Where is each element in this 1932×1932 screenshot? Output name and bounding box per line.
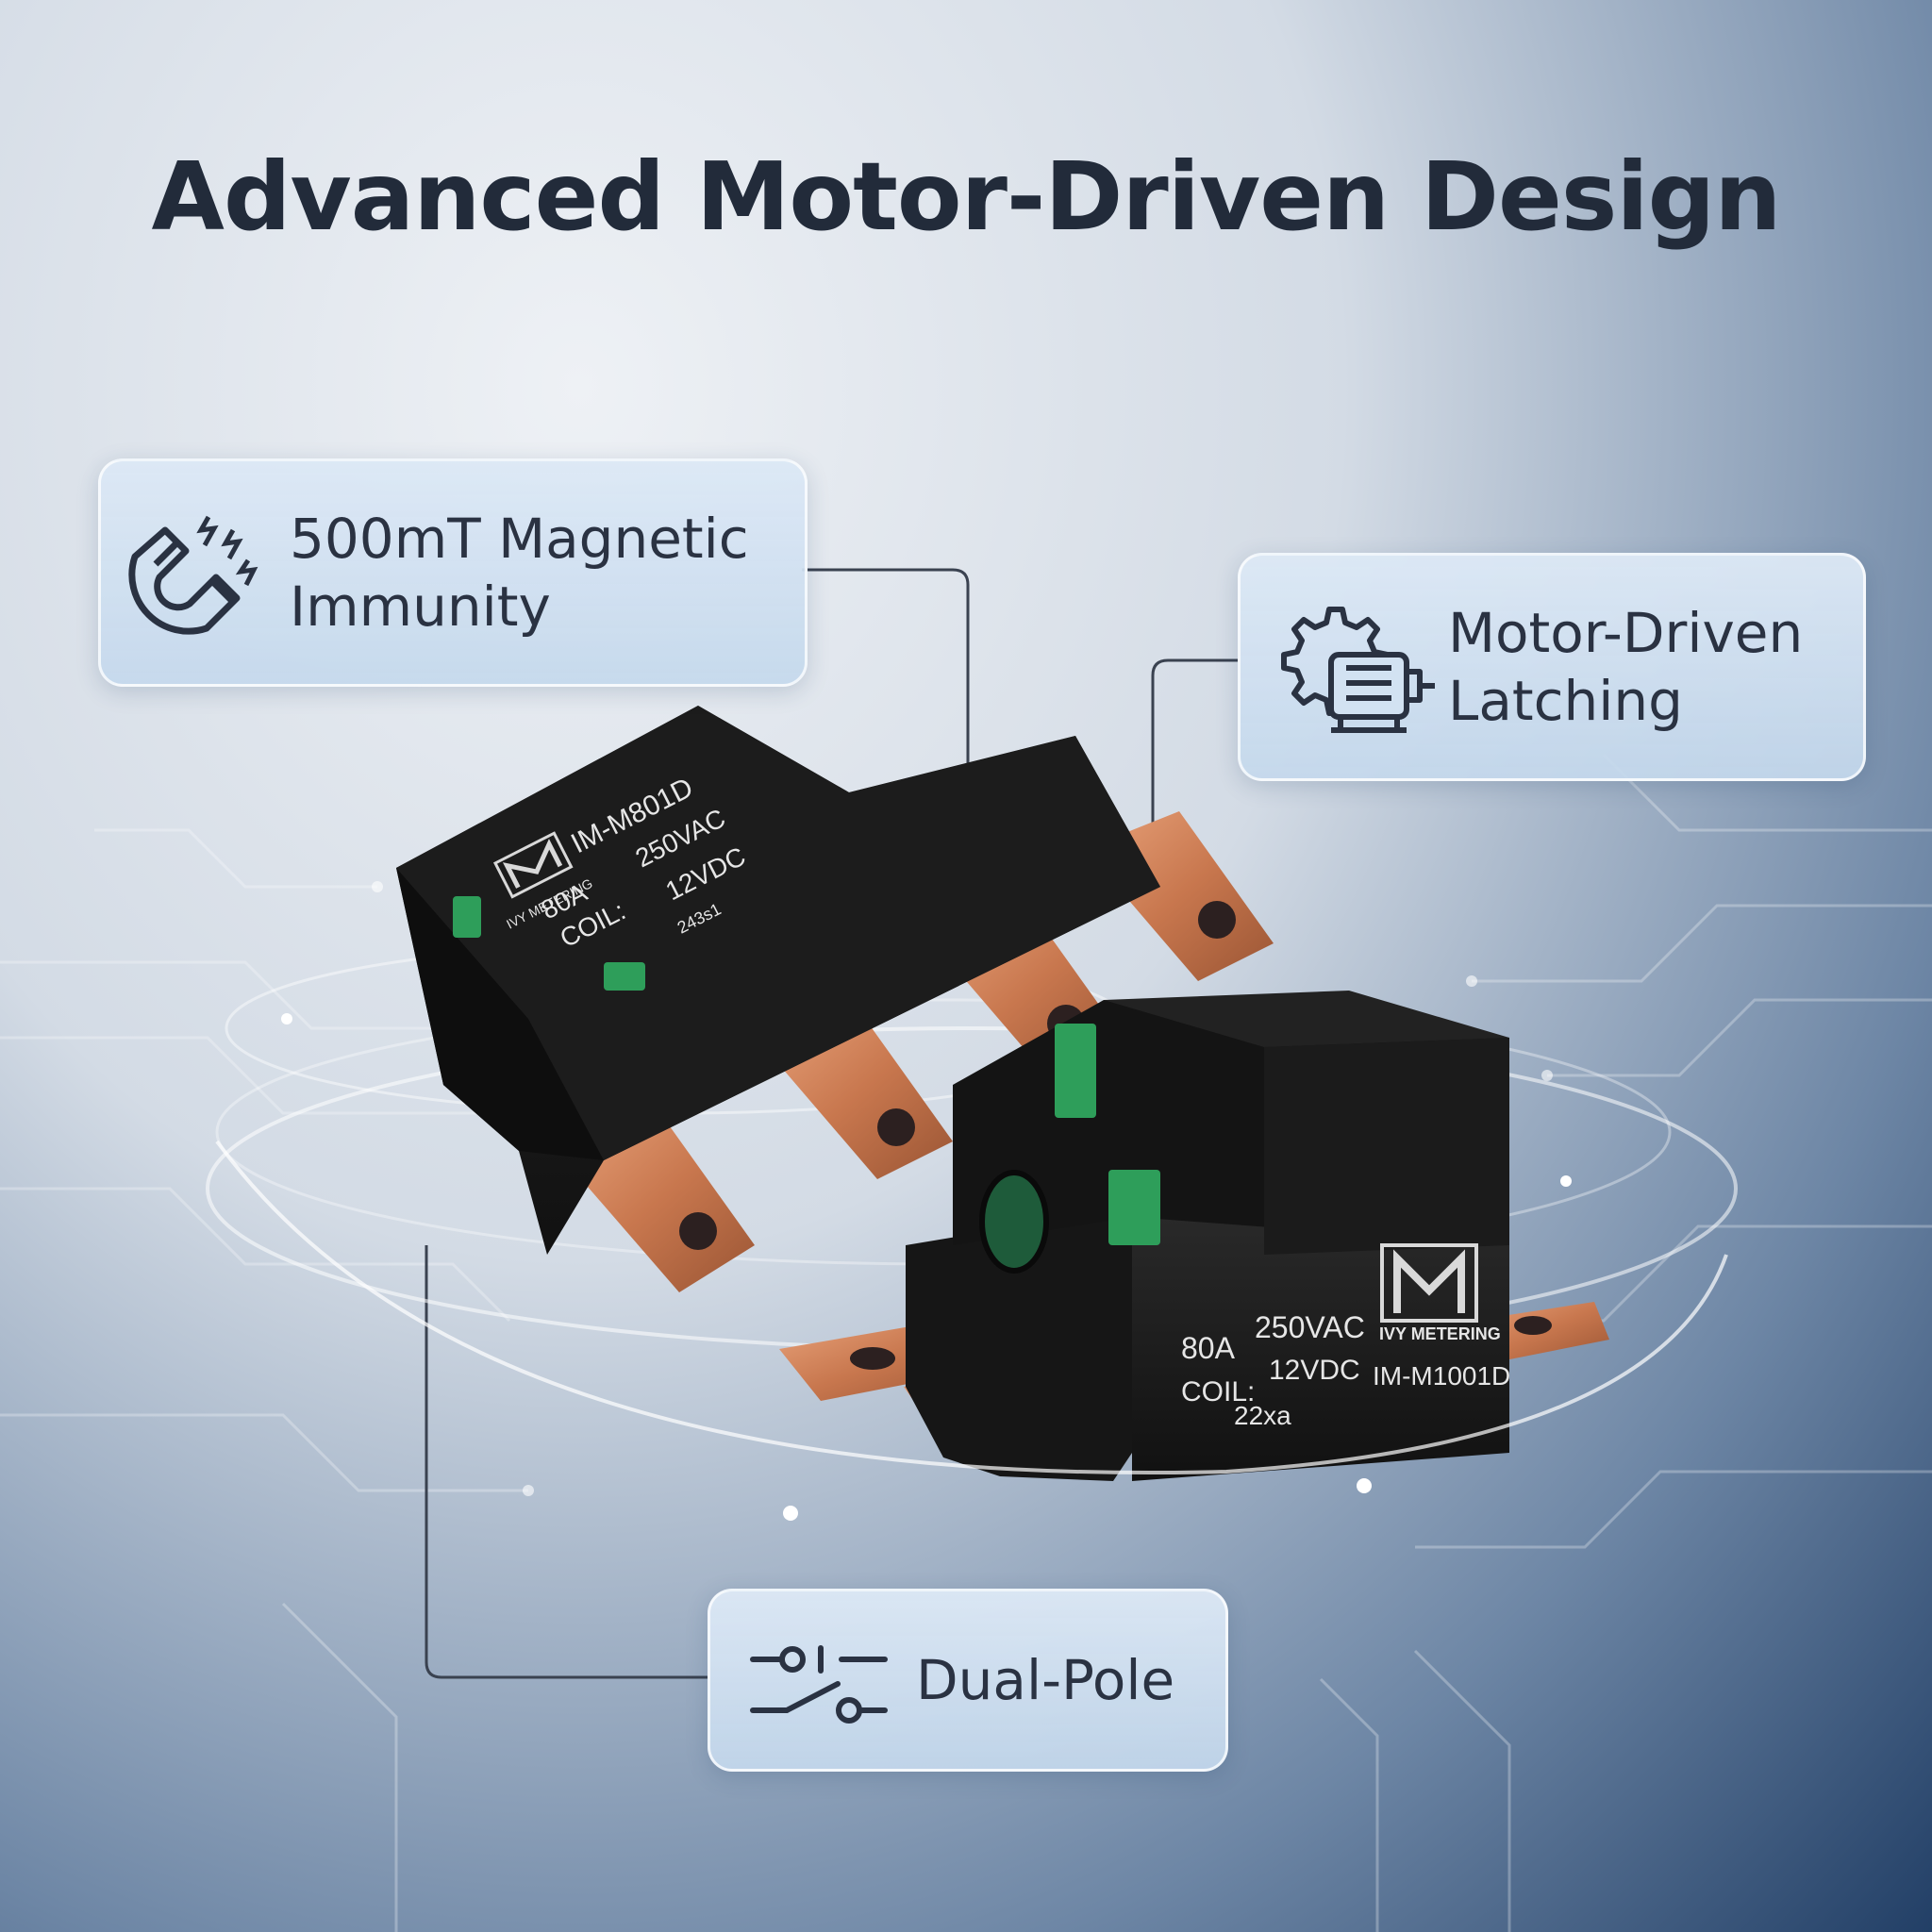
relay-b-coil-label: COIL: bbox=[1181, 1376, 1255, 1407]
relay-b-model: IM-M1001D bbox=[1373, 1361, 1510, 1391]
switch-icon bbox=[739, 1633, 899, 1727]
orbit-ring-front bbox=[215, 1140, 1728, 1475]
relay-a-pin bbox=[453, 896, 481, 938]
feature-label: Motor-Driven Latching bbox=[1448, 601, 1804, 733]
relay-b-pin bbox=[1108, 1170, 1160, 1245]
relay-a-pin bbox=[604, 962, 645, 991]
relay-b-logo bbox=[1380, 1243, 1478, 1323]
feature-label: Dual-Pole bbox=[916, 1648, 1175, 1712]
relay-a: IVY METERING IM-M801D 80A 250VAC COIL: 1… bbox=[396, 706, 1274, 1292]
relay-b-batch: 22xa bbox=[1234, 1401, 1291, 1430]
feature-callout-magnetic-immunity: 500mT Magnetic Immunity bbox=[98, 458, 808, 687]
gear-motor-icon bbox=[1273, 596, 1442, 738]
feature-callout-dual-pole: Dual-Pole bbox=[708, 1589, 1228, 1772]
feature-callout-motor-latching: Motor-Driven Latching bbox=[1238, 553, 1866, 781]
relay-b: IVY METERING IM-M1001D 80A 250VAC COIL: … bbox=[779, 991, 1609, 1481]
relay-a-logo bbox=[492, 831, 574, 899]
orbit-sparkles bbox=[281, 1013, 1572, 1521]
leader-lines bbox=[425, 568, 1238, 1679]
relay-b-brand: IVY METERING bbox=[1379, 1324, 1501, 1343]
relay-b-pin bbox=[1055, 1024, 1096, 1118]
relay-b-voltage: 250VAC bbox=[1255, 1310, 1365, 1344]
relay-b-current: 80A bbox=[1181, 1331, 1236, 1365]
relay-b-coil-voltage: 12VDC bbox=[1269, 1355, 1360, 1386]
magnet-icon bbox=[127, 502, 269, 643]
feature-label: 500mT Magnetic Immunity bbox=[290, 507, 749, 639]
page-title: Advanced Motor-Driven Design bbox=[151, 142, 1782, 252]
